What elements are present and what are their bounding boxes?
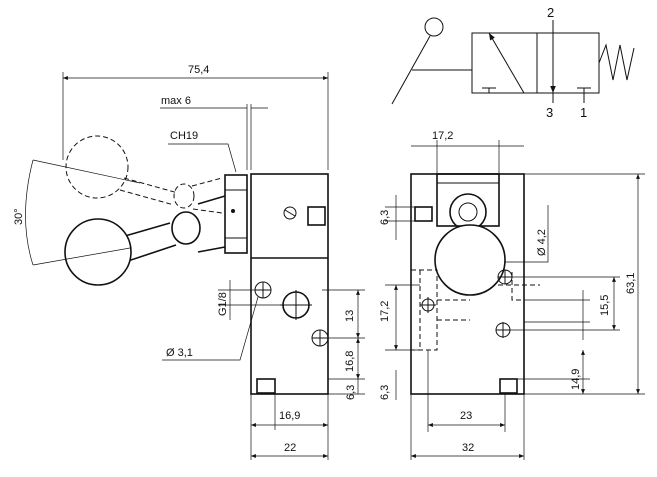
hidden-ports [411,269,470,351]
dim-height-6-3-side: 6,3 [379,385,391,400]
hex-nut [224,174,248,254]
dim-lever-angle: 30° [13,208,25,225]
dim-arc-30deg [25,159,34,266]
front-bottom-pad [499,378,518,394]
dim-port-height-front: 17,2 [379,301,391,322]
side-body [250,173,329,395]
valve-left-box [471,32,538,94]
dim-port-thread: G1/8 [217,292,229,316]
port-small-bottom [311,329,329,347]
symbol-port-1: 1 [580,105,587,120]
dim-hex-width-front: 17,2 [432,130,453,142]
dim-overall-length: 75,4 [188,64,209,76]
leader-d31 [162,296,259,361]
lever-actuator-symbol [391,35,472,105]
screw-icon [283,206,297,220]
valve-right-box [536,32,600,94]
side-top-pad [307,206,326,226]
dim-height-16-8: 16,8 [344,351,356,372]
dim-port-diameter: Ø 3,1 [166,347,193,359]
exhaust-stop-left [482,87,496,93]
lever-cone [197,195,226,253]
lever-ball-dashed [65,135,129,199]
spring-icon [598,43,635,81]
dim-height-15-5: 15,5 [599,295,611,316]
dim-mount-hole-diameter: Ø 4,2 [536,229,548,256]
lever-ball-symbol-icon [424,17,444,37]
lever-joint-dashed [173,183,195,209]
dim-height-6-3-front-top: 6,3 [379,210,391,225]
front-ball-icon [434,224,506,296]
side-bottom-pad [256,378,276,394]
lever-ball-icon [64,218,132,286]
lever-cone-dashed [191,177,223,214]
leader-ch19 [168,143,237,173]
lever-stem-dashed [119,177,179,206]
front-port-middle [420,297,436,313]
symbol-port-2: 2 [547,5,554,20]
valve-symbol: 2 3 1 [391,5,635,120]
dim-port-spacing-side: 16,9 [279,410,300,422]
dim-hex-size: CH19 [170,130,198,142]
lever-stem [124,222,177,263]
front-top-pad [414,206,433,222]
dim-height-13: 13 [344,310,356,322]
hex-nut-mark [231,209,235,213]
dim-overall-height: 63,1 [625,273,637,294]
front-view: 17,2 6,3 17,2 6,3 Ø 4,2 63,1 15,5 14,9 2… [345,130,645,460]
dim-width-side: 22 [284,442,296,454]
hex-nut-facets [225,189,247,239]
leader-d42 [505,205,549,263]
port-g18 [280,290,312,320]
exhaust-stop-right [577,87,591,93]
flow-arrow-diagonal [488,32,525,94]
side-view: 75,4 max 6 CH19 30° G1/8 Ø 3,1 13 16,8 6… [13,64,391,460]
port-lines [552,20,585,103]
dim-width-front: 32 [462,442,474,454]
dim-height-14-9: 14,9 [570,369,582,390]
symbol-port-3: 3 [546,105,553,120]
front-hex [436,173,500,227]
lever-joint [171,211,201,245]
dim-max-travel: max 6 [161,95,191,107]
dim-mount-spacing-front: 23 [460,410,472,422]
dim-height-6-3-front-bottom: 6,3 [345,385,357,400]
